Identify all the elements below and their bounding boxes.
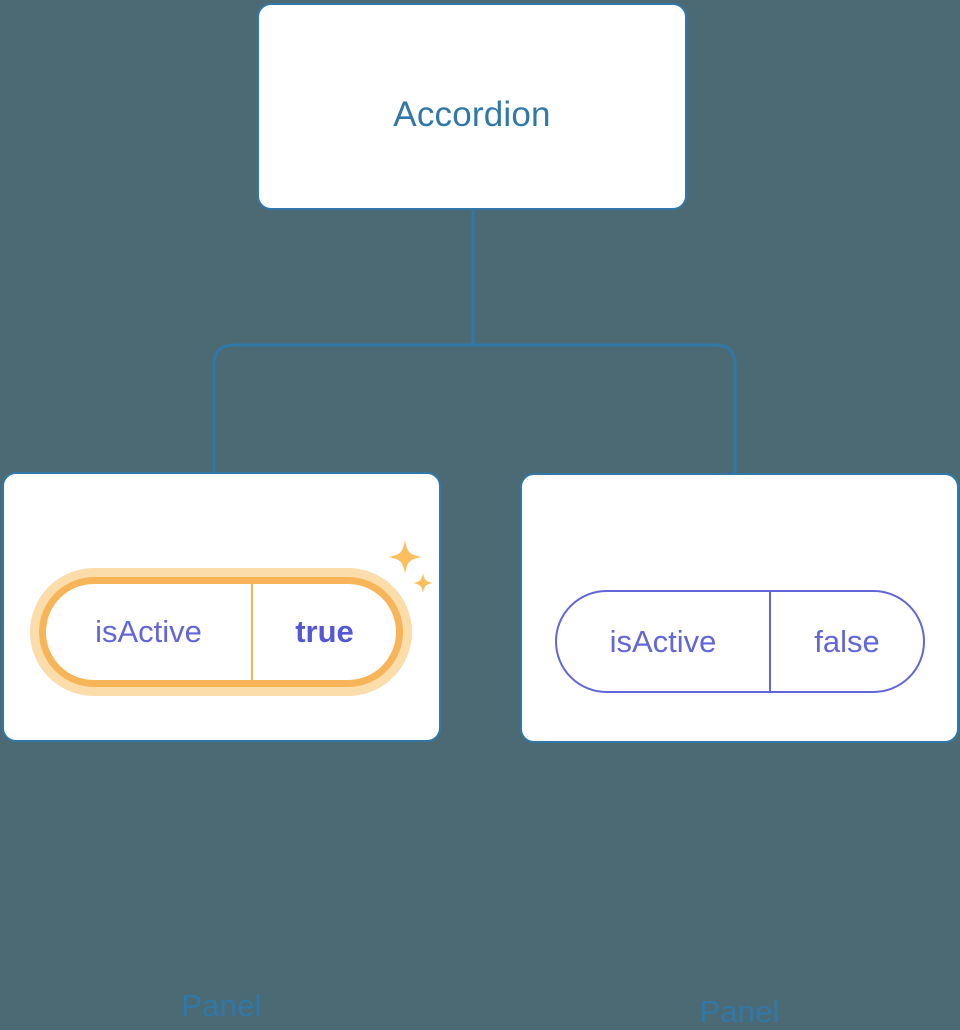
node-title-panel-inactive: Panel <box>699 994 780 1029</box>
connector-bus-left <box>212 343 473 474</box>
prop-pill-isactive-true[interactable]: isActive true <box>39 577 403 687</box>
prop-key-label: isActive <box>46 584 253 680</box>
node-card-accordion[interactable]: Accordion <box>257 3 687 210</box>
node-title-panel-active: Panel <box>181 988 262 1023</box>
node-title-accordion: Accordion <box>393 95 551 134</box>
prop-value-label: true <box>295 614 354 649</box>
prop-pill-highlight-wrapper: isActive true <box>30 568 412 696</box>
connector-lines <box>212 210 737 475</box>
component-tree-diagram: Accordion Panel isActive true Panel isAc… <box>2 3 959 1029</box>
connector-bus-right <box>473 343 737 475</box>
prop-value-label: false <box>814 623 880 659</box>
prop-pill-isactive-false[interactable]: isActive false <box>555 590 925 693</box>
prop-pill-glow-ring <box>30 568 412 696</box>
prop-key-label: isActive <box>557 592 771 691</box>
